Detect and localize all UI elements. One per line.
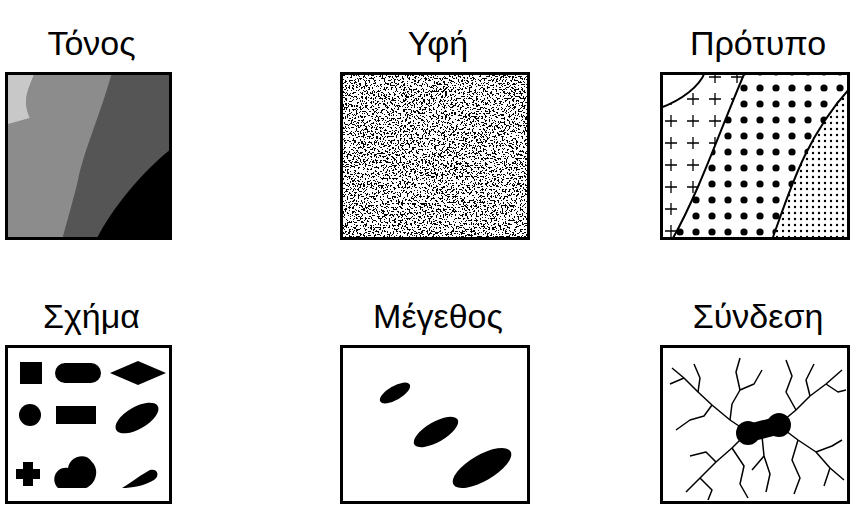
panel-heading: Τόνος <box>47 23 135 63</box>
illustration-panel: Τόνος <box>5 72 172 240</box>
illustration-panel: Πρότυπο <box>660 72 850 240</box>
shape-illustration <box>16 361 166 488</box>
panel-heading: Πρότυπο <box>690 23 826 63</box>
illustration-panel: Υφή <box>340 72 530 240</box>
tone-illustration <box>5 72 172 240</box>
texture-illustration <box>340 72 530 240</box>
panel-heading: Υφή <box>408 23 469 63</box>
panel-heading: Σχήμα <box>43 296 140 336</box>
panel-heading: Μέγεθος <box>373 296 503 336</box>
connection-illustration <box>670 358 846 500</box>
illustration-panel: Μέγεθος <box>340 345 530 504</box>
panel-heading: Σύνδεση <box>693 296 824 336</box>
illustration-panel: Σύνδεση <box>660 345 850 504</box>
size-illustration <box>377 378 517 495</box>
illustration-panel: Σχήμα <box>5 345 172 504</box>
pattern-illustration <box>660 72 850 240</box>
